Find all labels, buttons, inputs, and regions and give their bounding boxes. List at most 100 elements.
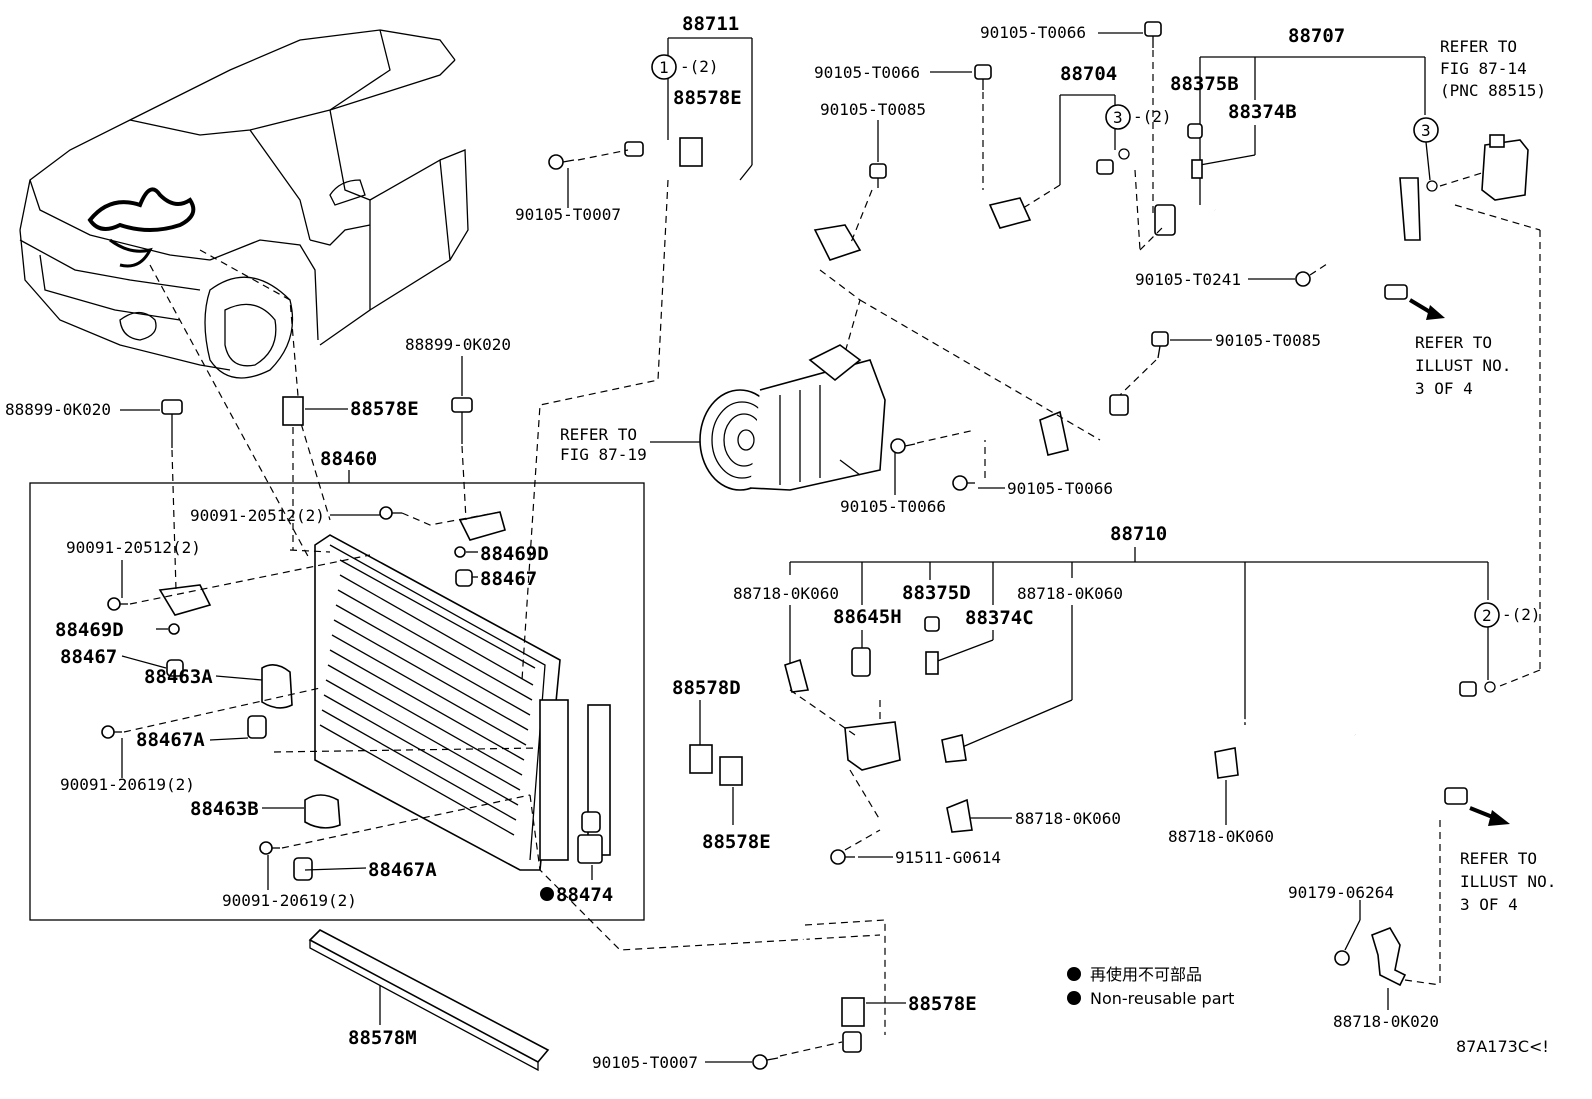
circle-1-number: 1: [659, 58, 669, 77]
hose-88707: [1154, 146, 1421, 300]
label-90105-T0085-right: 90105-T0085: [1215, 331, 1321, 350]
figure-code: 87A173C<!: [1456, 1037, 1549, 1056]
condenser-leader-lines: [123, 511, 881, 951]
label-88645H: 88645H: [833, 606, 902, 628]
label-90105-T0066-top2: 90105-T0066: [980, 23, 1086, 42]
refer-fig-87-14-line1: REFER TO: [1440, 37, 1517, 56]
legend-marker-icon-jp: [1067, 967, 1081, 981]
label-88467A-b: 88467A: [368, 859, 437, 881]
label-90105-T0007-top: 90105-T0007: [515, 205, 621, 224]
refer-fig-87-14-line3: (PNC 88515): [1440, 81, 1546, 100]
pipe-88710-routing: [789, 689, 886, 1035]
clamp-88718-d: [1214, 747, 1239, 779]
label-90091-20512-a: 90091-20512(2): [66, 538, 201, 557]
label-90091-20619-b: 90091-20619(2): [222, 891, 357, 910]
label-88374B: 88374B: [1228, 101, 1297, 123]
bolt-icon: [752, 1054, 779, 1070]
label-88374C: 88374C: [965, 607, 1034, 629]
label-88718-0K060-4: 88718-0K060: [1168, 827, 1274, 846]
legend-marker-icon-en: [1067, 991, 1081, 1005]
label-88704: 88704: [1060, 63, 1117, 85]
pressure-switch-88645H: [851, 647, 871, 677]
cushion-88463B: [304, 794, 341, 829]
pad-88578E-upper: [282, 396, 304, 426]
label-88710: 88710: [1110, 523, 1167, 545]
cushion-88467-a: [166, 659, 184, 677]
label-88899-0K020-a: 88899-0K020: [5, 400, 111, 419]
label-88578E-top: 88578E: [673, 87, 742, 109]
label-88460: 88460: [320, 448, 377, 470]
refer-fig-87-19-line2: FIG 87-19: [560, 445, 647, 464]
hose-88711: [624, 141, 862, 310]
bar-88578M: [308, 929, 550, 1072]
washer-88469D-a: [168, 623, 180, 635]
label-88718-0K060-2: 88718-0K060: [1017, 584, 1123, 603]
label-88718-0K020: 88718-0K020: [1333, 1012, 1439, 1031]
bracket-left: [158, 584, 212, 616]
label-90179-06264: 90179-06264: [1288, 883, 1394, 902]
label-leaders-88710: [789, 605, 1073, 749]
valve-88374B: [1191, 159, 1203, 179]
label-90105-T0085-top: 90105-T0085: [820, 100, 926, 119]
bolt-icon: [1144, 21, 1162, 48]
pad-88578E-top: [679, 137, 703, 167]
label-90105-T0066-top: 90105-T0066: [814, 63, 920, 82]
clamp-88718-a: [784, 658, 810, 693]
condenser-group-frame: [29, 482, 645, 921]
circle-ref-3a: [1105, 104, 1131, 130]
label-88463A: 88463A: [144, 666, 213, 688]
washer-88469D-b: [454, 546, 466, 558]
bracket-right-top: [458, 511, 506, 541]
refer-illust-a-line3: 3 OF 4: [1415, 379, 1473, 398]
label-90105-T0241: 90105-T0241: [1135, 270, 1241, 289]
label-88469D-a: 88469D: [55, 619, 124, 641]
circle-3b-number: 3: [1421, 121, 1431, 140]
valve-88374C: [925, 651, 939, 675]
label-88578E-upper: 88578E: [350, 398, 419, 420]
refer-illust-b-line3: 3 OF 4: [1460, 895, 1518, 914]
non-reusable-marker-icon: [540, 887, 554, 901]
label-90091-20619-a: 90091-20619(2): [60, 775, 195, 794]
hose-88704: [945, 159, 1156, 463]
vehicle-outline: [19, 29, 469, 379]
desiccant-88474: [577, 811, 603, 864]
label-90105-T0007-bottom: 90105-T0007: [592, 1053, 698, 1072]
label-88718-0K060-3: 88718-0K060: [1015, 809, 1121, 828]
label-88375D: 88375D: [902, 582, 971, 604]
condenser-core: [314, 534, 611, 871]
bolt-88899-b: [451, 397, 473, 444]
label-91511-G0614: 91511-G0614: [895, 848, 1001, 867]
legend-text-jp: 再使用不可部品: [1090, 965, 1202, 984]
refer-illust-b-line2: ILLUST NO.: [1460, 872, 1556, 891]
circle-ref-2: [1474, 602, 1500, 628]
refer-fig-87-14-line2: FIG 87-14: [1440, 59, 1527, 78]
clip-88718-0K020: [1371, 927, 1407, 987]
bolt-icon: [1334, 950, 1350, 966]
bolt-icon: [548, 154, 575, 170]
vehicle-hood-harness: [87, 187, 196, 268]
label-88578D: 88578D: [672, 677, 741, 699]
circle-2-number: 2: [1482, 606, 1492, 625]
label-88578E-bottom: 88578E: [908, 993, 977, 1015]
clamp-88718-b: [941, 734, 967, 763]
circle-3a-number: 3: [1113, 108, 1123, 127]
bolt-88899-a: [161, 399, 183, 448]
cap-88375D: [924, 616, 940, 632]
bolt-icon: [1295, 271, 1311, 287]
bolt-icon: [101, 506, 402, 855]
bolt-icon: [974, 64, 992, 90]
pad-88578E-bottom: [841, 997, 865, 1027]
pipe-88710: [798, 681, 1477, 1053]
label-88467A-a: 88467A: [136, 729, 205, 751]
vehicle-leader-lines: [149, 249, 331, 561]
label-88899-0K020-b: 88899-0K020: [405, 335, 511, 354]
bolt-icon: [1151, 331, 1169, 359]
bolt-icon: [952, 475, 975, 491]
label-88375B: 88375B: [1170, 73, 1239, 95]
clamp-88718-c: [946, 798, 973, 833]
label-88467-a: 88467: [60, 646, 117, 668]
pad-88578E-mid: [719, 756, 743, 786]
label-88707: 88707: [1288, 25, 1345, 47]
